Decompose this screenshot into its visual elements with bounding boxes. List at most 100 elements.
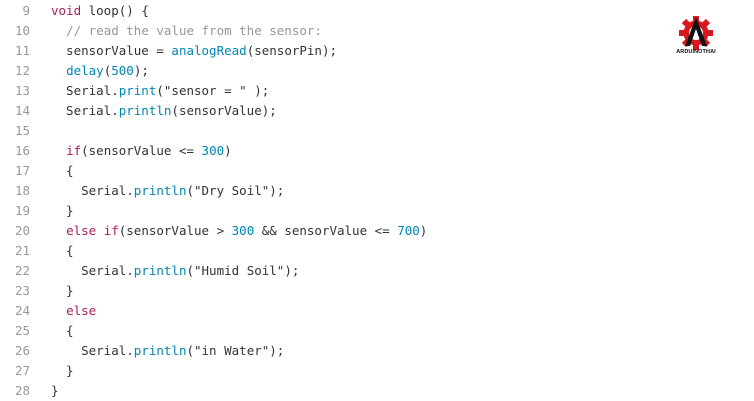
code-line: 18 Serial.println("Dry Soil");	[0, 181, 740, 201]
code-text: }	[51, 381, 59, 401]
code-token-call: println	[133, 343, 187, 358]
line-number: 12	[14, 63, 30, 78]
code-token-call: println	[133, 183, 187, 198]
code-token-call: delay	[66, 63, 104, 78]
code-line: 16 if(sensorValue <= 300)	[0, 141, 740, 161]
code-token-plain	[51, 143, 66, 158]
line-number: 16	[14, 143, 30, 158]
code-text: {	[51, 321, 74, 341]
code-token-call: print	[118, 83, 157, 98]
code-line: 13 Serial.print("sensor = " );	[0, 81, 740, 101]
code-token-keyword: if	[66, 143, 82, 158]
code-text: {	[51, 241, 74, 261]
code-text: }	[51, 361, 74, 381]
code-text: }	[51, 201, 74, 221]
code-token-plain	[51, 63, 66, 78]
code-token-keyword: else	[66, 303, 97, 318]
code-line: 26 Serial.println("in Water");	[0, 341, 740, 361]
line-number: 9	[22, 3, 30, 18]
code-token-plain: Serial.	[51, 343, 134, 358]
code-text: else	[51, 301, 96, 321]
line-number: 24	[14, 303, 30, 318]
code-token-number: 500	[111, 63, 134, 78]
line-number: 28	[14, 383, 30, 398]
code-token-plain: Serial.	[51, 103, 119, 118]
code-line: 9 void loop() {	[0, 1, 740, 21]
code-token-plain: ("in Water");	[186, 343, 285, 358]
code-token-plain: }	[51, 283, 74, 298]
line-number: 17	[14, 163, 30, 178]
code-token-number: 300	[201, 143, 225, 158]
code-token-call: println	[118, 103, 172, 118]
code-token-comment: // read the value from the sensor:	[66, 23, 322, 38]
code-token-keyword: else if	[66, 223, 119, 238]
line-number: 19	[14, 203, 30, 218]
line-number: 10	[14, 23, 30, 38]
code-line: 22 Serial.println("Humid Soil");	[0, 261, 740, 281]
code-text: delay(500);	[51, 61, 149, 81]
line-number: 14	[14, 103, 30, 118]
code-token-plain: Serial.	[51, 83, 119, 98]
code-line: 17 {	[0, 161, 740, 181]
code-token-plain: loop() {	[81, 3, 149, 18]
logo-caption: ARDUINOTHAI	[676, 49, 716, 55]
line-number: 11	[14, 43, 30, 58]
code-token-plain: (sensorValue);	[171, 103, 277, 118]
code-text: if(sensorValue <= 300)	[51, 141, 232, 161]
line-number: 26	[14, 343, 30, 358]
code-token-plain: {	[51, 243, 74, 258]
code-token-plain: {	[51, 323, 74, 338]
code-token-keyword: void	[51, 3, 82, 18]
code-line: 19 }	[0, 201, 740, 221]
code-token-plain: }	[51, 383, 59, 398]
code-line: 24 else	[0, 301, 740, 321]
code-token-plain: ("Dry Soil");	[186, 183, 285, 198]
code-text: Serial.println("Humid Soil");	[51, 261, 299, 281]
code-token-plain: ("Humid Soil");	[186, 263, 300, 278]
code-text: void loop() {	[51, 1, 149, 21]
code-line: 10 // read the value from the sensor:	[0, 21, 740, 41]
line-number: 23	[14, 283, 30, 298]
code-token-plain: Serial.	[51, 183, 134, 198]
code-token-plain: (sensorValue >	[118, 223, 232, 238]
code-line: 20 else if(sensorValue > 300 && sensorVa…	[0, 221, 740, 241]
line-number: 13	[14, 83, 30, 98]
code-token-plain: sensorValue =	[51, 43, 172, 58]
code-line: 15	[0, 121, 740, 141]
code-text: }	[51, 281, 74, 301]
arduinothai-logo: ARDUINOTHAI	[668, 16, 724, 58]
code-token-plain: (sensorPin);	[246, 43, 337, 58]
line-number: 15	[14, 123, 30, 138]
code-token-plain: ("sensor = " );	[156, 83, 270, 98]
code-line: 28}	[0, 381, 740, 401]
code-token-plain: {	[51, 163, 74, 178]
code-text: sensorValue = analogRead(sensorPin);	[51, 41, 337, 61]
line-number: 22	[14, 263, 30, 278]
code-token-plain: && sensorValue <=	[254, 223, 398, 238]
code-token-number: 700	[397, 223, 420, 238]
code-token-plain: );	[133, 63, 149, 78]
line-number: 20	[14, 223, 30, 238]
code-token-call: analogRead	[171, 43, 247, 58]
code-text: Serial.print("sensor = " );	[51, 81, 269, 101]
code-line: 25 {	[0, 321, 740, 341]
code-token-plain: (sensorValue <=	[81, 143, 202, 158]
code-line: 21 {	[0, 241, 740, 261]
line-number: 27	[14, 363, 30, 378]
code-line: 23 }	[0, 281, 740, 301]
gear-logo-icon	[679, 16, 713, 50]
code-text: Serial.println(sensorValue);	[51, 101, 277, 121]
code-line: 27 }	[0, 361, 740, 381]
code-text: else if(sensorValue > 300 && sensorValue…	[51, 221, 427, 241]
code-token-call: println	[133, 263, 187, 278]
line-number: 21	[14, 243, 30, 258]
code-token-number: 300	[231, 223, 255, 238]
code-text: // read the value from the sensor:	[51, 21, 322, 41]
code-token-plain: (	[103, 63, 112, 78]
code-token-plain: }	[51, 363, 74, 378]
code-token-plain	[51, 23, 66, 38]
code-line: 11 sensorValue = analogRead(sensorPin);	[0, 41, 740, 61]
code-token-plain: Serial.	[51, 263, 134, 278]
code-line: 14 Serial.println(sensorValue);	[0, 101, 740, 121]
